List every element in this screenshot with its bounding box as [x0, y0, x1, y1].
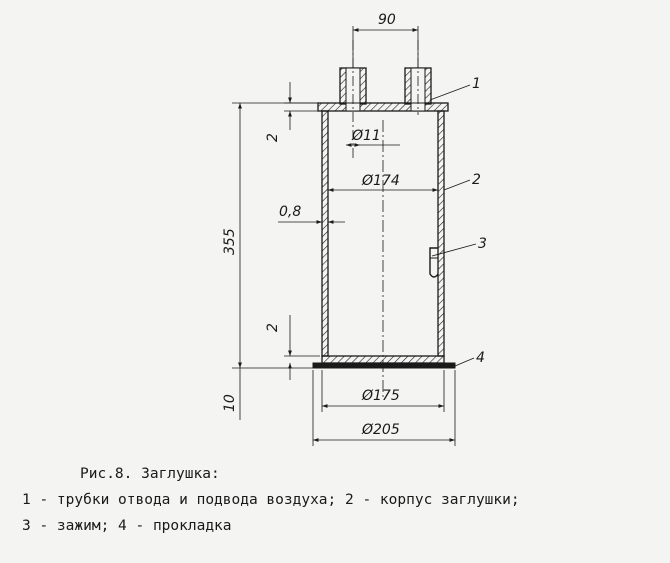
- figure-caption-title: Рис.8. Заглушка:: [80, 466, 220, 482]
- right-wall: [437, 110, 445, 357]
- technical-drawing: 90 Ø11 Ø174 0,8 355 2 2 10 Ø175 Ø205 1 2…: [222, 12, 487, 446]
- dim-bottom-thickness: 10: [222, 394, 238, 412]
- dim-inner-diameter: Ø174: [361, 173, 400, 189]
- left-wall: [321, 110, 329, 357]
- dim-pipe-spacing: 90: [378, 12, 396, 28]
- gasket: [312, 362, 456, 369]
- dim-pipe-diameter: Ø11: [351, 128, 381, 144]
- dim-wall-thickness: 0,8: [279, 204, 301, 220]
- callout-4: 4: [476, 350, 485, 366]
- callout-2: 2: [472, 172, 481, 188]
- figure-caption-line-2: 3 - зажим; 4 - прокладка: [22, 518, 232, 534]
- dim-height: 355: [222, 228, 238, 255]
- dim-gap-top: 2: [265, 133, 281, 142]
- figure-caption-line-1: 1 - трубки отвода и подвода воздуха; 2 -…: [22, 492, 520, 508]
- callout-3: 3: [478, 236, 487, 252]
- dim-gasket-diameter: Ø205: [361, 422, 400, 438]
- callout-1: 1: [472, 76, 481, 92]
- dim-gap-bottom: 2: [265, 323, 281, 332]
- lid-plate: [317, 102, 449, 112]
- dim-base-diameter: Ø175: [361, 388, 400, 404]
- clamp: [429, 247, 439, 278]
